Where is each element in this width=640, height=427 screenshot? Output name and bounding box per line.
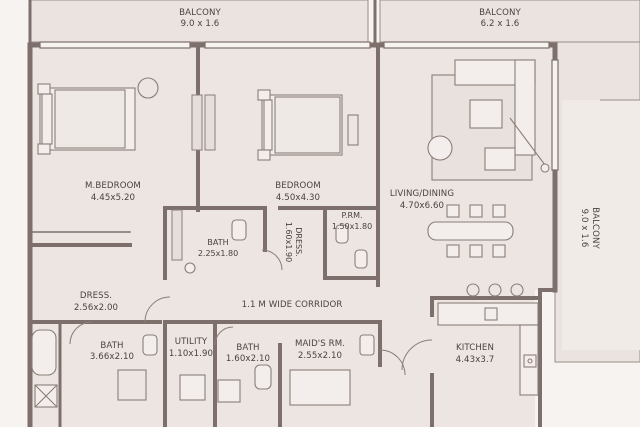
bath-middle-size: 2.25x1.80 (198, 249, 238, 258)
dining-set (427, 204, 514, 258)
master-bed (37, 77, 159, 155)
living-dining-size: 4.70x6.60 (400, 201, 444, 211)
utility-size: 1.10x1.90 (169, 349, 213, 359)
balcony-top-left-name: BALCONY (179, 8, 221, 18)
corridor-name: 1.1 M WIDE CORRIDOR (242, 300, 343, 310)
bedroom-size: 4.50x4.30 (276, 193, 320, 203)
bath-maid-size: 1.60x2.10 (226, 354, 270, 364)
dress-small-name: DRESS. (294, 227, 303, 256)
dress-small-size: 1.60x1.90 (284, 222, 293, 262)
balcony-right-name: BALCONY (590, 207, 600, 249)
powder-room-name: P.RM. (341, 211, 362, 220)
wardrobes (171, 94, 216, 261)
balcony-top-right-size: 6.2 x 1.6 (481, 19, 520, 29)
balcony-top-left-size: 9.0 x 1.6 (181, 19, 220, 29)
windows (39, 41, 559, 171)
maids-room-size: 2.55x2.10 (298, 351, 342, 361)
balcony-top-right-name: BALCONY (479, 8, 521, 18)
master-bedroom-size: 4.45x5.20 (91, 193, 135, 203)
kitchen-name: KITCHEN (456, 343, 494, 353)
balcony-right-size: 9.0 x 1.6 (579, 209, 589, 248)
interior-floor (30, 45, 555, 427)
utility-name: UTILITY (175, 337, 208, 347)
balcony-areas (29, 0, 640, 363)
dress-large-size: 2.56x2.00 (74, 303, 118, 313)
bar-stools (466, 283, 524, 297)
maids-room-name: MAID'S RM. (295, 339, 345, 349)
room-labels: BALCONY 9.0 x 1.6 BALCONY 6.2 x 1.6 BALC… (74, 8, 600, 365)
master-bedroom-name: M.BEDROOM (85, 181, 141, 191)
bedroom-bed (257, 89, 359, 161)
kitchen-counters (437, 302, 539, 396)
living-furniture (427, 59, 550, 181)
dress-large-name: DRESS. (80, 291, 112, 301)
bath-left-name: BATH (100, 341, 123, 351)
bedroom-name: BEDROOM (275, 181, 321, 191)
bath-left-size: 3.66x2.10 (90, 352, 134, 362)
bath-maid-name: BATH (236, 343, 259, 353)
bath-middle-name: BATH (207, 238, 228, 247)
bath-fixtures (31, 219, 375, 408)
powder-room-size: 1.50x1.80 (332, 222, 372, 231)
kitchen-size: 4.43x3.7 (456, 355, 495, 365)
door-swings (69, 249, 433, 376)
living-dining-name: LIVING/DINING (390, 189, 454, 199)
